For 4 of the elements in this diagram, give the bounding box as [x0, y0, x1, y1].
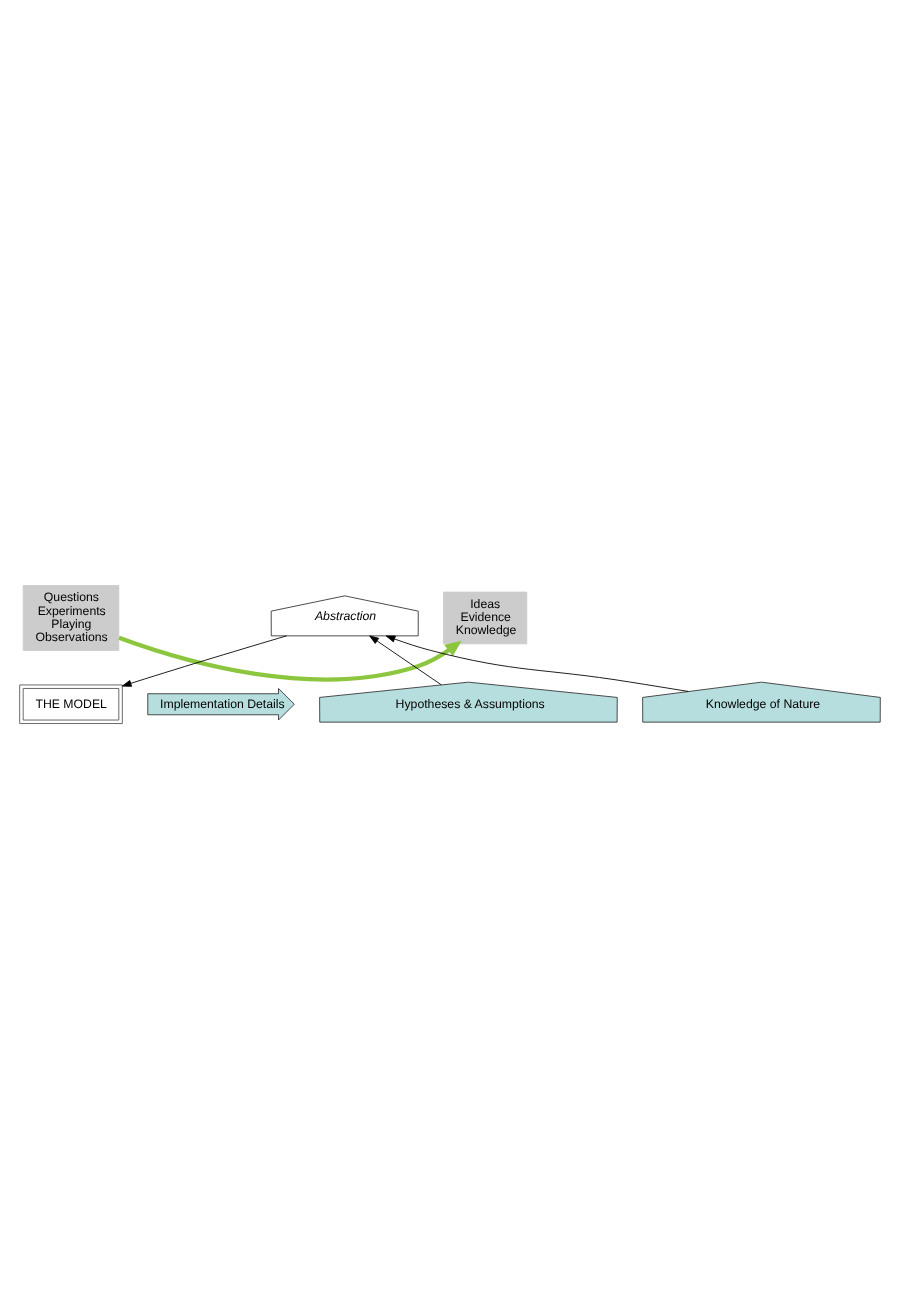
- arrow: [118, 634, 462, 681]
- arrow: [121, 634, 287, 686]
- arrow: [385, 634, 689, 691]
- arrow: [369, 634, 442, 685]
